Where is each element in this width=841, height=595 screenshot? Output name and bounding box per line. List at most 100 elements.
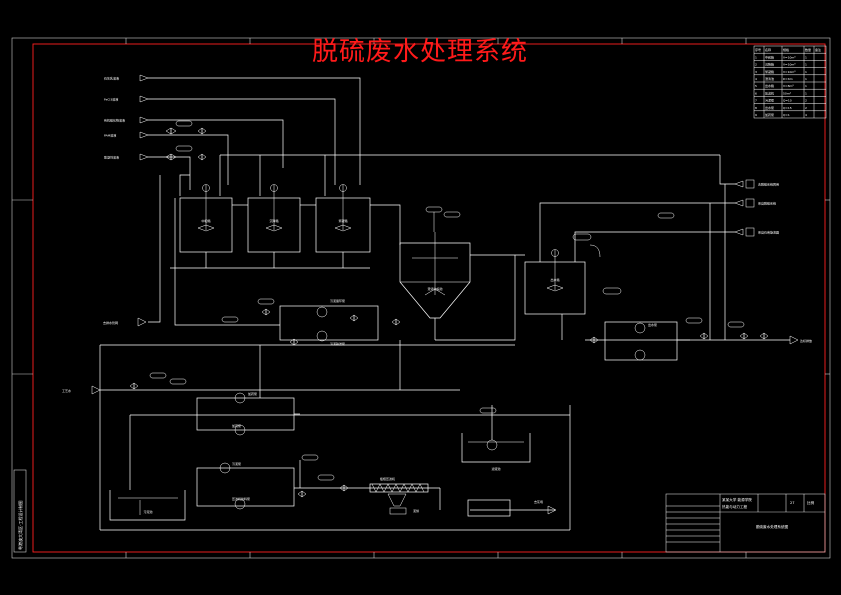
input-label-in3: 有机硫化物溶液	[104, 118, 125, 123]
parts-cell: 9	[755, 113, 757, 117]
parts-cell: 加药泵	[765, 112, 774, 117]
pump2-label: 污泥输送泵	[330, 341, 345, 346]
input-label-r2: 来自脱硫系统	[758, 201, 776, 206]
tank-effluent: 出水箱	[524, 233, 622, 315]
parts-cell: V=10m³	[783, 70, 796, 74]
left-out-label: 去排水管网	[103, 320, 118, 325]
input-box	[745, 179, 755, 189]
filter-label: 板框压滤机	[380, 476, 395, 481]
parts-cell: 1	[805, 55, 807, 59]
parts-cell: V=10m³	[783, 63, 796, 67]
arrow-icon	[734, 199, 744, 207]
parts-cell: Q=1	[783, 113, 790, 117]
pump4-label: 加药泵	[248, 391, 257, 396]
parts-cell: 1	[805, 84, 807, 88]
pump1-label: 污泥循环泵	[330, 298, 345, 303]
parts-cell: 2	[755, 63, 757, 67]
parts-cell: D=6m	[783, 77, 793, 81]
lower-piping	[99, 340, 571, 531]
parts-cell: 1	[805, 77, 807, 81]
parts-cell: 2	[805, 99, 807, 103]
parts-cell: 中和箱	[765, 54, 774, 59]
arrow-icon	[139, 153, 149, 161]
parts-cell: Q=10	[783, 99, 792, 103]
parts-cell: 4	[805, 113, 807, 117]
input-label-in1: 石灰乳溶液	[104, 76, 119, 81]
tank-flocculation: 絮凝箱	[315, 184, 371, 253]
mid-pit-label: 滤液池	[491, 466, 500, 471]
input-label-in5: 助凝剂溶液	[104, 155, 119, 160]
dosing-lines	[148, 77, 720, 323]
arrow-icon	[734, 228, 744, 236]
parts-cell: 沉降箱	[765, 62, 774, 67]
pump6-label: 压滤机给料泵	[232, 496, 250, 501]
arrow-icon	[139, 95, 149, 103]
left-inlet: 工艺水	[62, 372, 187, 395]
parts-cell: 5	[755, 84, 757, 88]
tank1-label: 中和箱	[201, 218, 210, 223]
parts-cell: 名称	[765, 47, 771, 52]
tank2-label: 沉降箱	[269, 218, 278, 223]
arrow-icon	[139, 74, 149, 82]
parts-cell: 8	[755, 106, 757, 110]
clarifier: 澄清浓缩池	[399, 206, 525, 340]
input-box	[745, 227, 755, 237]
tank-connections	[170, 198, 401, 326]
parts-cell: 规格	[783, 47, 789, 52]
parts-cell: 2	[805, 106, 807, 110]
discharge-box: 去灰场	[467, 499, 557, 517]
parts-cell: 1	[805, 70, 807, 74]
pump5-label: 污泥泵	[232, 461, 241, 466]
arrow-icon	[139, 131, 149, 139]
input-label-in4: PAM溶液	[104, 133, 116, 138]
diagram-title: 脱硫废水处理系统	[312, 37, 528, 67]
arrow-icon	[139, 116, 149, 124]
parts-cell: 澄清池	[765, 76, 774, 81]
parts-cell: 6	[755, 91, 757, 95]
clarifier-label: 澄清浓缩池	[427, 286, 442, 291]
parts-cell: 备注	[815, 47, 821, 52]
parts-cell: V=8m³	[783, 84, 794, 88]
parts-cell: 序号	[755, 47, 761, 52]
parts-cell: 1	[805, 91, 807, 95]
parts-cell: Q=15	[783, 106, 792, 110]
parts-cell: 1	[755, 55, 757, 59]
arrow-icon	[734, 180, 744, 188]
pump3-label: 出水泵	[648, 322, 657, 327]
side-note-box	[13, 469, 27, 553]
left-outlet: 去排水管网	[103, 317, 147, 327]
pump4-sub: 加药泵	[232, 423, 241, 428]
parts-cell: 压滤机	[765, 90, 774, 95]
clear-out-arrow: 达标排放	[789, 335, 812, 345]
sludge-pit-label: 污泥池	[143, 509, 152, 514]
tank4-label: 出水箱	[550, 277, 559, 282]
tb-school: 某某大学 能源学院	[722, 497, 752, 502]
sludge-out-label: 去灰场	[534, 499, 543, 504]
input-valves	[165, 120, 207, 161]
parts-cell: 3	[755, 70, 757, 74]
parts-cell: 4	[755, 77, 757, 81]
title-block: 某某大学 能源学院 热能与动力工程 27 比例 脱硫废水处理系统图	[665, 493, 826, 553]
tank3-label: 絮凝箱	[338, 218, 347, 223]
parts-cell: 出水泵	[765, 105, 774, 110]
parts-cell: 污泥泵	[765, 98, 774, 103]
input-label-r1: 去脱硫系统回用	[758, 182, 779, 187]
tb-dept: 热能与动力工程	[722, 504, 748, 509]
right-piping	[435, 155, 790, 341]
clear-out-label: 达标排放	[800, 338, 812, 343]
input-box	[745, 198, 755, 208]
filtrate-pit: 滤液池	[461, 405, 531, 471]
outer-border	[11, 37, 831, 559]
sludge-pit: 污泥池	[109, 490, 186, 521]
left-in-label: 工艺水	[62, 388, 71, 393]
parts-cell: 1	[805, 63, 807, 67]
input-label-in2: FeCl3溶液	[104, 97, 118, 102]
parts-cell: 50m²	[783, 91, 792, 95]
inner-border	[32, 43, 826, 553]
border-ticks	[12, 38, 830, 558]
tank-neutralization: 中和箱	[179, 184, 233, 253]
tb-scale: 比例	[807, 500, 815, 505]
